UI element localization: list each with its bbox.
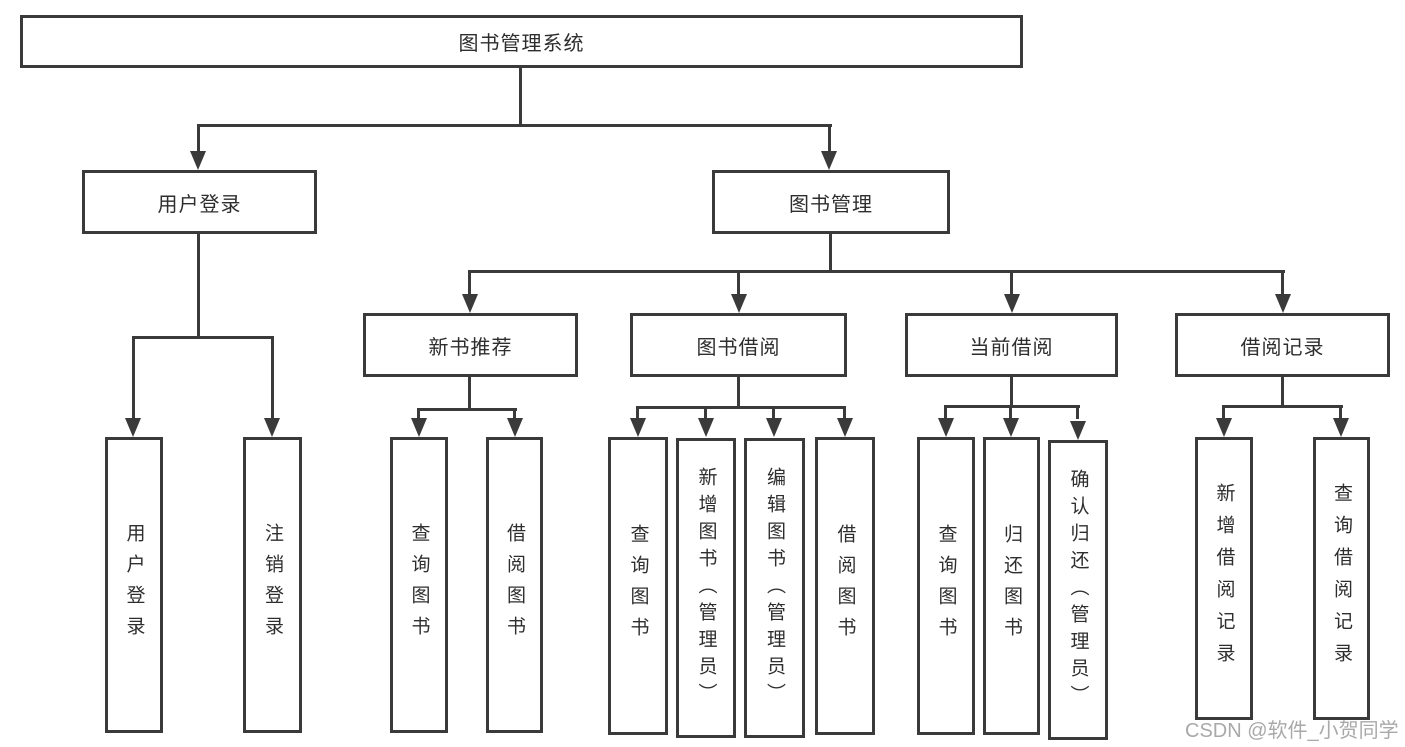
connector-line: [1281, 270, 1284, 295]
connector-line: [1010, 375, 1013, 405]
connector-line: [513, 408, 516, 419]
watermark: CSDN @软件_小贺同学: [1185, 720, 1399, 742]
node-user-login: 用户登录: [82, 170, 317, 234]
arrowhead-down: [630, 418, 646, 437]
connector-line: [1281, 375, 1284, 405]
connector-line: [737, 270, 740, 295]
node-edit-book-admin: 编辑图书（管理员）: [744, 438, 805, 738]
connector-line: [1009, 405, 1012, 419]
arrowhead-down: [411, 418, 427, 437]
connector-line: [468, 375, 471, 408]
arrowhead-down: [1070, 421, 1086, 440]
node-query-book-current: 查询图书: [917, 437, 975, 735]
connector-line: [417, 408, 517, 411]
connector-line: [132, 336, 135, 419]
connector-line: [829, 232, 832, 273]
connector-line: [772, 406, 775, 419]
arrowhead-down: [1003, 418, 1019, 437]
connector-line: [271, 336, 274, 419]
connector-line: [843, 406, 846, 419]
connector-line: [1222, 405, 1343, 408]
arrowhead-down: [190, 151, 206, 170]
arrowhead-down: [731, 294, 747, 313]
node-confirm-return-admin: 确认归还（管理员）: [1048, 440, 1108, 740]
connector-line: [704, 406, 707, 419]
node-add-book-admin: 新增图书（管理员）: [676, 438, 736, 738]
arrowhead-down: [1004, 294, 1020, 313]
node-borrow-book-recommend: 借阅图书: [486, 437, 543, 733]
node-current-borrow: 当前借阅: [905, 313, 1118, 377]
connector-line: [468, 270, 1285, 273]
connector-line: [468, 270, 471, 295]
arrowhead-down: [507, 418, 523, 437]
connector-line: [737, 375, 740, 406]
arrowhead-down: [1333, 418, 1349, 437]
arrowhead-down: [462, 294, 478, 313]
connector-line: [132, 336, 274, 339]
arrowhead-down: [264, 418, 280, 437]
connector-line: [636, 406, 639, 419]
connector-line: [1339, 405, 1342, 419]
arrowhead-down: [1216, 418, 1232, 437]
arrowhead-down: [938, 418, 954, 437]
arrowhead-down: [837, 418, 853, 437]
node-borrow-book: 借阅图书: [815, 437, 875, 735]
node-add-borrow-record: 新增借阅记录: [1195, 437, 1253, 720]
connector-line: [1222, 405, 1225, 419]
connector-line: [944, 405, 1080, 408]
connector-line: [828, 124, 831, 152]
arrowhead-down: [125, 418, 141, 437]
node-book-management: 图书管理: [712, 170, 950, 234]
arrowhead-down: [766, 418, 782, 437]
arrowhead-down: [821, 151, 837, 170]
node-query-book-recommend: 查询图书: [390, 437, 448, 733]
node-query-borrow-record: 查询借阅记录: [1313, 437, 1370, 720]
node-return-book: 归还图书: [983, 437, 1040, 735]
arrowhead-down: [1275, 294, 1291, 313]
connector-line: [417, 408, 420, 419]
connector-line: [197, 232, 200, 336]
arrowhead-down: [698, 418, 714, 437]
node-borrow-record: 借阅记录: [1175, 313, 1390, 377]
connector-line: [1010, 270, 1013, 295]
connector-line: [636, 406, 846, 409]
node-query-book-borrow: 查询图书: [608, 437, 668, 735]
node-new-book-recommend: 新书推荐: [363, 313, 578, 377]
connector-line: [944, 405, 947, 419]
connector-line: [197, 124, 832, 127]
connector-line: [519, 66, 522, 124]
node-book-borrow: 图书借阅: [630, 313, 847, 377]
connector-line: [197, 124, 200, 152]
connector-line: [1076, 405, 1079, 419]
node-logout: 注销登录: [243, 437, 302, 733]
node-system-root: 图书管理系统: [20, 15, 1023, 68]
node-user-login-action: 用户登录: [105, 437, 163, 733]
